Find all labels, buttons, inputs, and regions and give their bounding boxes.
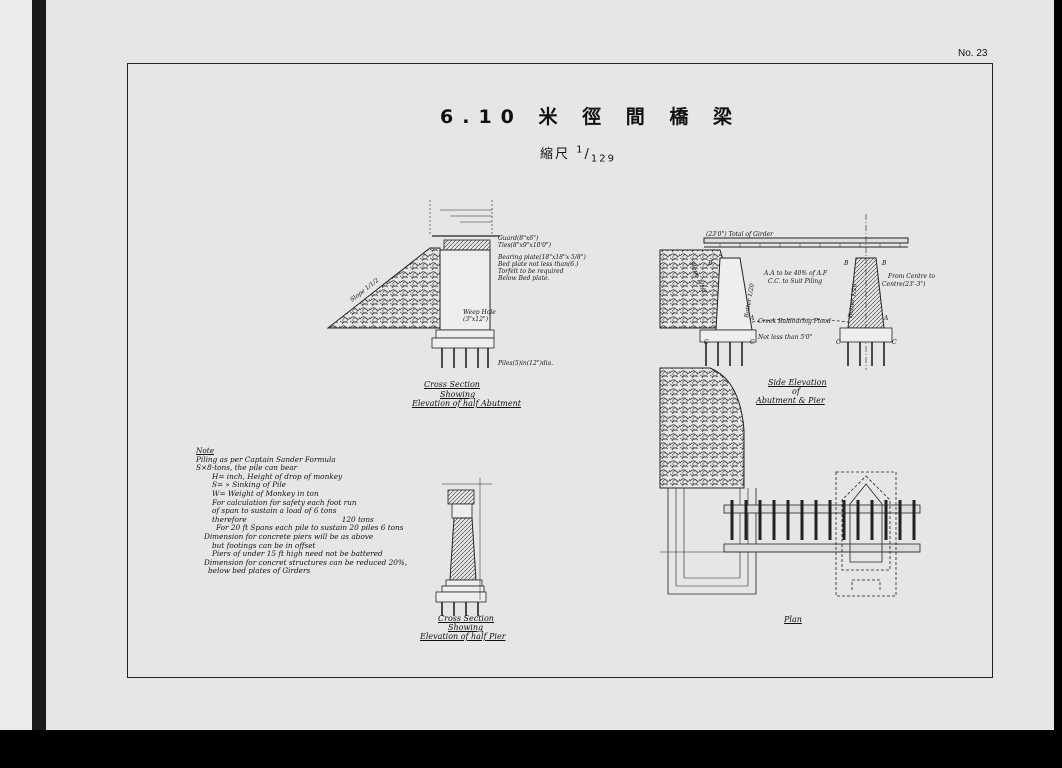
note-line: below bed plates of Girders	[208, 566, 311, 576]
design-notes: Note Piling as per Captain Sander Formul…	[196, 446, 408, 576]
side-piles	[705, 342, 885, 366]
label-c-1: C	[704, 339, 709, 346]
plan-girder-bottom	[723, 543, 921, 553]
note-line: W= Weight of Monkey in ton	[212, 488, 319, 498]
note-line: but footings can be in offset	[212, 540, 316, 550]
scale-label: 縮尺	[540, 147, 571, 162]
note-line: For calculation for safety each foot run	[212, 497, 357, 507]
caption-side-3: Abutment & Pier	[756, 396, 825, 405]
note-line: Dimension for concret structures can be …	[204, 557, 408, 567]
label-centre-dim: Centre(23'-3")	[882, 281, 926, 288]
side-elevation: (23'0") Total of Girder A.A to be 40% of…	[659, 214, 935, 370]
note-line: S×8-tons, the pile can bear	[196, 463, 298, 473]
bearing-plate	[443, 239, 491, 251]
label-below-bed: Below Bed plate.	[497, 275, 550, 282]
caption-pier-1: Cross Section	[438, 614, 494, 623]
plan-pier	[835, 471, 897, 597]
plan-embankment	[659, 367, 745, 489]
note-line: For 20 ft Spans each pile to sustain 20 …	[216, 523, 404, 533]
label-weep-hole: Weep Hole	[463, 309, 496, 316]
sheet-number: No. 23	[958, 48, 988, 59]
label-batter-pier: Batter 1/20	[847, 283, 859, 319]
label-not-less: Not less than 5'0"	[757, 334, 813, 341]
label-a-left: A	[749, 315, 755, 322]
sheet-title: 6.10 米 徑 間 橋 梁	[440, 106, 741, 128]
note-line: therefore 120 tons	[212, 514, 374, 524]
caption-pier-3: Elevation of half Pier	[420, 632, 506, 641]
label-weep-size: (3"x12")	[463, 316, 489, 323]
caption-abutment-2: Showing	[440, 390, 476, 399]
drawing-sheet	[46, 0, 1054, 730]
label-from-centre: From Centre to	[887, 273, 935, 280]
label-a-right: A	[883, 315, 889, 322]
abutment-body	[439, 249, 491, 331]
scale-numerator: 1	[576, 144, 585, 156]
pier-cross-section	[435, 478, 492, 616]
label-bearing-plate: Bearing plate(18"x18"x 5/8")	[497, 254, 586, 261]
abutment-embankment	[326, 247, 441, 329]
label-guard: Guard(8"x6")	[498, 235, 539, 242]
note-line: of span to sustain a load of 6 tons	[212, 506, 337, 516]
label-c-3: C	[836, 339, 841, 346]
note-line: Piers of under 15 ft high need not be ba…	[212, 549, 383, 559]
caption-pier-2: Showing	[448, 623, 484, 632]
caption-plan: Plan	[784, 615, 802, 624]
abutment-footing-1	[435, 329, 495, 339]
label-b-left: B	[707, 260, 713, 267]
abutment-footing-2	[431, 337, 495, 349]
plan-view	[659, 367, 921, 597]
label-c-4: C	[892, 339, 897, 346]
girder	[703, 237, 909, 244]
label-b-right: B	[881, 260, 887, 267]
pier-piles	[441, 602, 479, 616]
label-b-mid: B	[843, 260, 849, 267]
scale-note: 縮尺 1/129	[540, 144, 617, 165]
caption-abutment-1: Cross Section	[424, 380, 480, 389]
caption-abutment-3: Elevation of half Abutment	[412, 399, 521, 408]
label-piles: Piles(5)in(12")dia.	[497, 360, 553, 367]
caption-side-2: of	[792, 387, 800, 396]
label-torfelt: Torfelt to be required	[498, 268, 564, 275]
label-creek: Creek Baldouring Flood	[758, 318, 831, 325]
book-spine	[32, 0, 46, 730]
label-cc: C.C. to Suit Piling	[768, 278, 822, 285]
caption-side-1: Side Elevation	[768, 378, 827, 387]
note-line: H= inch, Height of drop of monkey	[212, 471, 343, 481]
abutment-piles	[441, 348, 489, 368]
note-line: Piling as per Captain Sander Formula	[196, 454, 336, 464]
label-c-2: C	[750, 339, 755, 346]
abutment-cross-section: Guard(8"x6") Ties(8"x9"x10'0") Bearing p…	[326, 200, 586, 368]
plan-ties	[730, 500, 916, 540]
note-line: Note	[196, 446, 215, 455]
label-ties: Ties(8"x9"x10'0")	[498, 242, 552, 249]
label-bed-plate: Bed plate not less than(6.)	[497, 261, 579, 268]
scale-denominator: 129	[590, 153, 617, 165]
pier-body	[449, 517, 477, 581]
plan-girder-top	[723, 504, 921, 514]
drawing-border	[127, 63, 993, 678]
note-line: Dimension for concrete piers will be as …	[204, 531, 374, 541]
girder-ties	[719, 243, 901, 247]
label-aa: A.A to be 40% of A.F	[763, 270, 828, 277]
note-line: S= » Sinking of Pile	[212, 480, 287, 490]
label-total-girder: (23'0") Total of Girder	[706, 231, 774, 238]
